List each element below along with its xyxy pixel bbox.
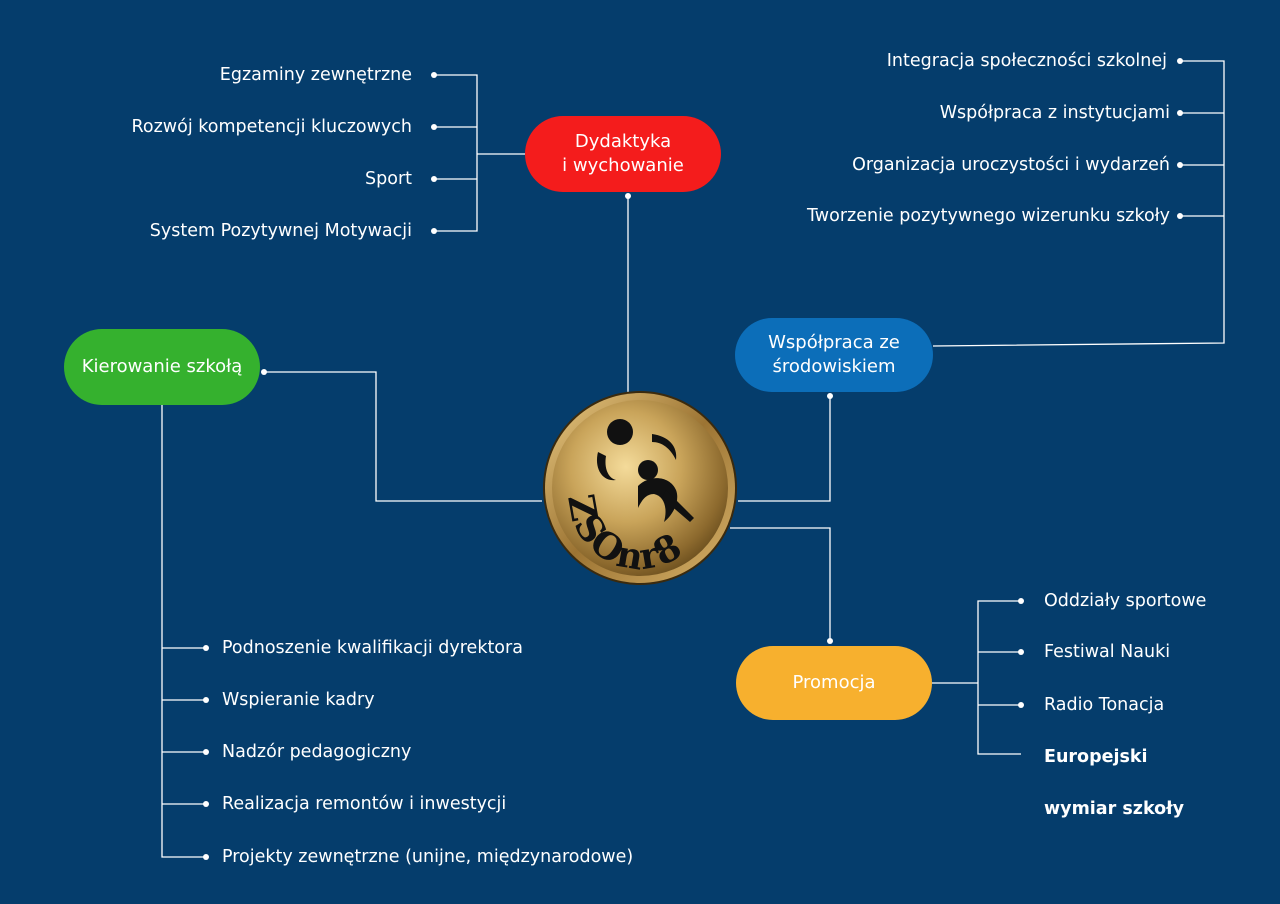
kierowanie-item: Nadzór pedagogiczny [222, 742, 412, 762]
connector-wspolpraca-bracket [932, 60, 1225, 347]
node-promocja-label: Promocja [792, 672, 876, 693]
promocja-item: Oddziały sportowe [1044, 591, 1207, 611]
wspolpraca-item: Tworzenie pozytywnego wizerunku szkoły [807, 206, 1170, 226]
dydaktyka-item: Egzaminy zewnętrzne [219, 65, 412, 85]
promocja-item: Radio Tonacja [1044, 695, 1165, 715]
school-logo: ZSOnr8 [543, 391, 737, 585]
wspolpraca-item: Organizacja uroczystości i wydarzeń [852, 155, 1170, 175]
connector-kierowanie-center [264, 371, 542, 502]
kierowanie-item: Podnoszenie kwalifikacji dyrektora [222, 638, 523, 658]
node-wspolpraca-label-line1: Współpraca ze [768, 332, 900, 353]
node-dydaktyka-label-line1: Dydaktyka [574, 131, 672, 152]
dydaktyka-item: Sport [365, 169, 412, 189]
node-kierowanie-label: Kierowanie szkołą [81, 356, 243, 377]
runner-icon [596, 419, 694, 522]
node-dydaktyka-label-line2: i wychowanie [562, 155, 684, 176]
kierowanie-item: Projekty zewnętrzne (unijne, międzynarod… [222, 847, 634, 867]
connector-promocja-bracket [977, 600, 1021, 755]
connector-kierowanie-bracket [161, 405, 206, 858]
node-dydaktyka-i-wychowanie[interactable]: Dydaktyka i wychowanie [525, 116, 721, 192]
dydaktyka-item: System Pozytywnej Motywacji [149, 221, 412, 241]
dydaktyka-item: Rozwój kompetencji kluczowych [131, 117, 412, 137]
promocja-item-bold: Europejski [1044, 747, 1148, 767]
promocja-item: Festiwal Nauki [1044, 642, 1171, 662]
connector-promocja-center [730, 527, 831, 641]
promocja-item-bold: wymiar szkoły [1044, 799, 1185, 819]
wspolpraca-item: Współpraca z instytucjami [939, 103, 1170, 123]
node-promocja[interactable]: Promocja [736, 646, 932, 720]
kierowanie-item: Wspieranie kadry [222, 690, 375, 710]
connector-dydaktyka-bracket [434, 74, 478, 232]
node-kierowanie-szkola[interactable]: Kierowanie szkołą [64, 329, 260, 405]
connector-wspolpraca-center [738, 396, 831, 502]
wspolpraca-item: Integracja społeczności szkolnej [886, 51, 1167, 71]
kierowanie-item: Realizacja remontów i inwestycji [222, 794, 507, 814]
node-wspolpraca-ze-srodowiskiem[interactable]: Współpraca ze środowiskiem [735, 318, 933, 392]
node-wspolpraca-label-line2: środowiskiem [772, 356, 896, 377]
